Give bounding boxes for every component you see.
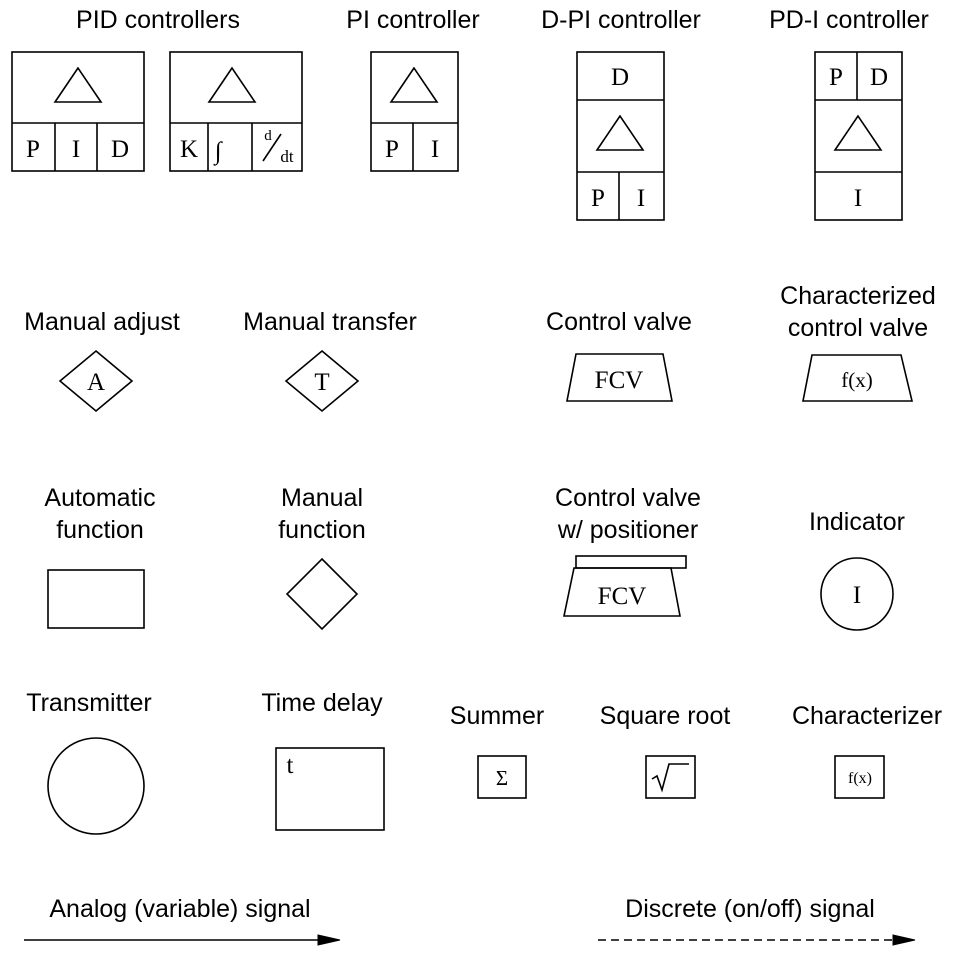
amplifier-triangle-icon xyxy=(595,114,645,151)
pid-controllers-caption: PID controllers xyxy=(76,6,240,34)
manual-adjust-symbol: A xyxy=(58,349,134,413)
transmitter-caption: Transmitter xyxy=(26,689,151,717)
fraction-slash-icon xyxy=(262,133,282,162)
valve-positioner-label: FCV xyxy=(598,583,647,610)
square-root-icon xyxy=(651,763,689,793)
manual-transfer-label: T xyxy=(314,369,329,396)
pdi-p-label: P xyxy=(829,64,843,91)
discrete-signal-line xyxy=(598,934,916,946)
transmitter-symbol xyxy=(47,737,145,835)
control-valve-positioner-symbol: FCV xyxy=(563,555,687,617)
control-valve-caption: Control valve xyxy=(546,308,692,336)
derivative-numerator-label: d xyxy=(264,128,272,144)
manual-transfer-symbol: T xyxy=(284,349,360,413)
valve-positioner-caption-line1: Control valve xyxy=(555,484,701,512)
automatic-function-symbol xyxy=(47,569,145,629)
square-root-caption: Square root xyxy=(600,702,731,730)
summer-sigma-icon: Σ xyxy=(496,766,508,790)
dpi-controller-symbol: D P I xyxy=(576,51,665,221)
characterized-valve-caption-line1: Characterized xyxy=(780,282,936,310)
amplifier-triangle-icon xyxy=(389,66,439,103)
pdi-controller-caption: PD-I controller xyxy=(769,6,929,34)
dpi-p-label: P xyxy=(591,185,605,212)
manual-transfer-caption: Manual transfer xyxy=(243,308,417,336)
pid-controller-symbol: P I D xyxy=(11,51,145,172)
analog-signal-line xyxy=(24,934,341,946)
time-delay-label: t xyxy=(287,752,294,779)
characterized-valve-symbol: f(x) xyxy=(802,354,914,402)
pid-d-label: D xyxy=(111,136,129,163)
summer-symbol: Σ xyxy=(477,755,527,799)
amplifier-triangle-icon xyxy=(207,66,257,103)
pdi-d-label: D xyxy=(870,64,888,91)
pdi-i-label: I xyxy=(854,185,862,212)
pi-controller-symbol: P I xyxy=(370,51,459,172)
analog-signal-caption: Analog (variable) signal xyxy=(49,895,310,923)
automatic-function-caption-line2: function xyxy=(56,516,144,544)
pid-p-label: P xyxy=(26,136,40,163)
time-delay-symbol: t xyxy=(275,747,385,831)
dpi-i-label: I xyxy=(637,185,645,212)
arrowhead-icon xyxy=(317,934,341,946)
pi-p-label: P xyxy=(385,136,399,163)
characterized-valve-label: f(x) xyxy=(841,368,872,392)
pid-gain-label: K xyxy=(180,136,198,163)
summer-caption: Summer xyxy=(450,702,544,730)
discrete-signal-caption: Discrete (on/off) signal xyxy=(625,895,875,923)
manual-adjust-label: A xyxy=(87,369,105,396)
derivative-denominator-label: dt xyxy=(280,147,294,166)
amplifier-triangle-icon xyxy=(833,114,883,151)
manual-adjust-caption: Manual adjust xyxy=(24,308,180,336)
control-valve-label: FCV xyxy=(595,367,644,394)
pi-controller-caption: PI controller xyxy=(346,6,479,34)
characterizer-symbol: f(x) xyxy=(834,755,885,799)
pi-i-label: I xyxy=(431,136,439,163)
pid-controller-math-symbol: K ∫ d dt xyxy=(169,51,303,172)
dpi-controller-caption: D-PI controller xyxy=(541,6,701,34)
integral-icon: ∫ xyxy=(213,138,223,166)
amplifier-triangle-icon xyxy=(53,66,103,103)
indicator-caption: Indicator xyxy=(809,508,905,536)
manual-function-caption-line1: Manual xyxy=(281,484,363,512)
square-root-symbol xyxy=(645,755,696,799)
characterized-valve-caption-line2: control valve xyxy=(788,314,928,342)
pid-i-label: I xyxy=(72,136,80,163)
control-valve-symbol: FCV xyxy=(566,353,673,402)
dpi-d-label: D xyxy=(611,64,629,91)
characterizer-caption: Characterizer xyxy=(792,702,942,730)
manual-function-symbol xyxy=(285,557,359,631)
characterizer-label: f(x) xyxy=(848,770,872,787)
indicator-symbol: I xyxy=(820,557,894,631)
automatic-function-caption-line1: Automatic xyxy=(44,484,155,512)
valve-positioner-caption-line2: w/ positioner xyxy=(557,516,698,544)
pdi-controller-symbol: P D I xyxy=(814,51,903,221)
arrowhead-icon xyxy=(892,934,916,946)
manual-function-caption-line2: function xyxy=(278,516,366,544)
indicator-label: I xyxy=(853,582,861,609)
time-delay-caption: Time delay xyxy=(261,689,383,717)
